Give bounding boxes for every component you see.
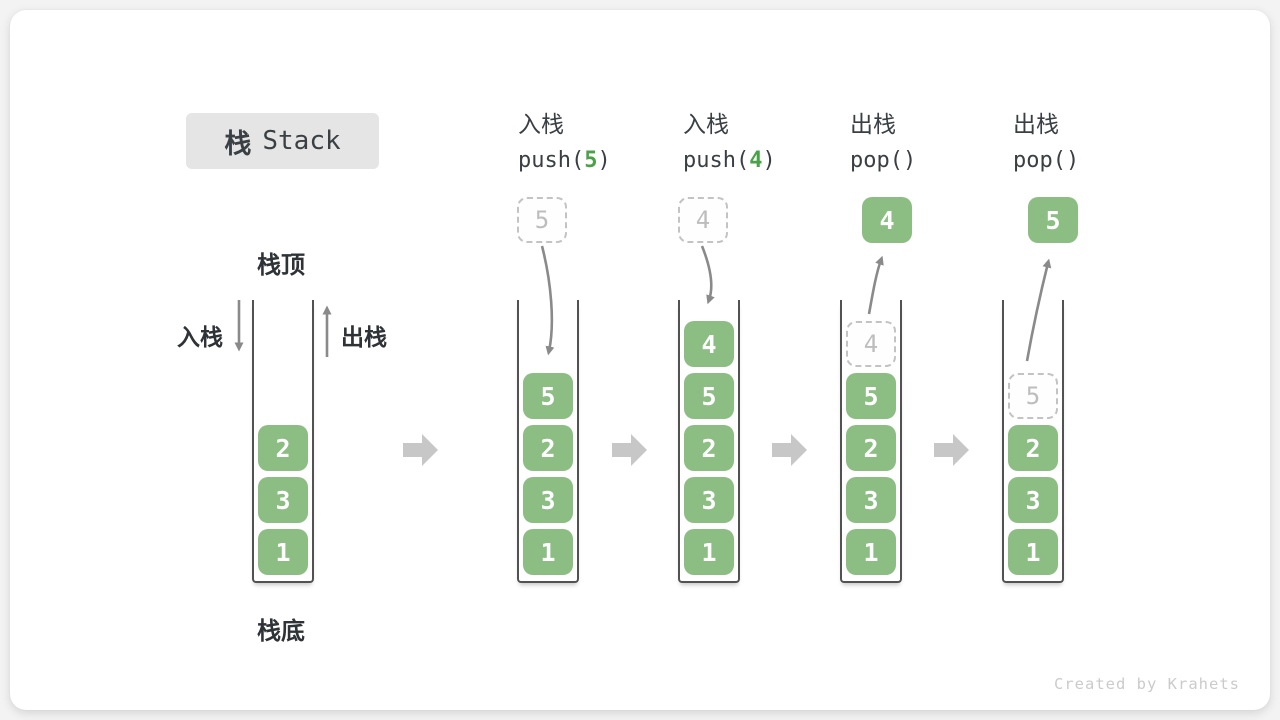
code-pre: pop( bbox=[850, 148, 903, 173]
stack-block: 2 bbox=[1008, 425, 1058, 471]
stack-bottom-label: 栈底 bbox=[257, 618, 305, 645]
stack-block: 1 bbox=[258, 529, 308, 575]
operation-pop-first: 出栈 pop() bbox=[850, 105, 916, 173]
title-en: Stack bbox=[262, 126, 341, 156]
stack-top-label: 栈顶 bbox=[257, 252, 305, 279]
code-post: ) bbox=[597, 148, 611, 173]
stack-block: 5 bbox=[523, 373, 573, 419]
stack-block: 2 bbox=[523, 425, 573, 471]
operation-action-label: 出栈 bbox=[850, 111, 896, 137]
operation-code: push(4) bbox=[683, 148, 776, 173]
stack-container-after-push-4 bbox=[678, 300, 740, 583]
ghost-block-5: 5 bbox=[1008, 373, 1058, 419]
stack-container-after-pop-5 bbox=[1002, 300, 1064, 583]
stack-block: 3 bbox=[1008, 477, 1058, 523]
code-post: ) bbox=[902, 148, 917, 173]
stack-block: 1 bbox=[846, 529, 896, 575]
operation-code: push(5) bbox=[518, 148, 611, 173]
operation-push-4: 入栈 push(4) bbox=[683, 105, 776, 173]
code-pre: push( bbox=[518, 148, 585, 173]
stack-block: 2 bbox=[258, 425, 308, 471]
ghost-block-4: 4 bbox=[846, 321, 896, 367]
popped-element-4: 4 bbox=[862, 197, 912, 243]
operation-action-label: 入栈 bbox=[518, 111, 564, 137]
operation-push-5: 入栈 push(5) bbox=[518, 105, 611, 173]
stack-block: 3 bbox=[846, 477, 896, 523]
stack-block: 1 bbox=[684, 529, 734, 575]
pop-side-label: 出栈 bbox=[341, 324, 387, 350]
stack-block: 3 bbox=[684, 477, 734, 523]
stack-block: 1 bbox=[1008, 529, 1058, 575]
title-zh: 栈 bbox=[224, 128, 252, 159]
code-arg: 4 bbox=[749, 148, 763, 173]
code-pre: pop( bbox=[1013, 148, 1066, 173]
operation-action-label: 出栈 bbox=[1013, 111, 1059, 137]
title-box: 栈 Stack bbox=[186, 113, 379, 169]
stack-container-after-push-5 bbox=[517, 300, 579, 583]
stack-container-after-pop-4 bbox=[840, 300, 902, 583]
operation-action-label: 入栈 bbox=[683, 111, 729, 137]
stack-block: 2 bbox=[684, 425, 734, 471]
operation-code: pop() bbox=[1013, 148, 1079, 173]
popped-element-5: 5 bbox=[1028, 197, 1078, 243]
stack-container-initial bbox=[252, 300, 314, 583]
operation-pop-second: 出栈 pop() bbox=[1013, 105, 1079, 173]
stack-block: 3 bbox=[258, 477, 308, 523]
incoming-element-4: 4 bbox=[678, 197, 728, 243]
code-post: ) bbox=[1065, 148, 1080, 173]
code-arg: 5 bbox=[584, 148, 598, 173]
stack-block: 4 bbox=[684, 321, 734, 367]
watermark: Created by Krahets bbox=[1054, 675, 1240, 693]
stack-block: 5 bbox=[846, 373, 896, 419]
operation-code: pop() bbox=[850, 148, 916, 173]
incoming-element-5: 5 bbox=[517, 197, 567, 243]
stack-block: 1 bbox=[523, 529, 573, 575]
push-side-label: 入栈 bbox=[177, 324, 223, 350]
code-pre: push( bbox=[683, 148, 750, 173]
code-post: ) bbox=[762, 148, 776, 173]
stack-block: 2 bbox=[846, 425, 896, 471]
stack-block: 3 bbox=[523, 477, 573, 523]
stack-block: 5 bbox=[684, 373, 734, 419]
